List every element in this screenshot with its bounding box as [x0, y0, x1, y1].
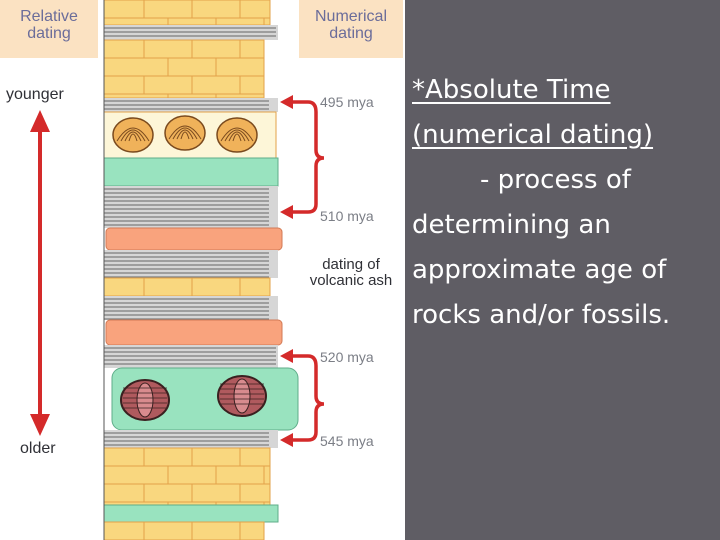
definition-line-3: approximate age of [412, 255, 667, 285]
date-label-545: 545 mya [320, 433, 374, 449]
numerical-dating-bracket [280, 95, 325, 447]
stratum-lime-15 [103, 447, 271, 506]
stratum-lime-9 [103, 277, 271, 297]
stratum-lime-17 [103, 521, 265, 540]
brachiopod-fossil-icon-2 [216, 117, 258, 153]
relative-dating-header: Relative dating [0, 0, 98, 58]
date-arrowhead-icon-0 [280, 95, 293, 109]
stratum-shale-3 [104, 98, 278, 112]
stratum-trilobitebed-13 [111, 367, 299, 431]
definition-line-4: rocks and/or fossils. [412, 300, 671, 330]
date-arrowhead-icon-2 [280, 349, 293, 363]
trilobite-fossil-icon-1 [217, 375, 267, 417]
stratum-orange-7 [105, 227, 283, 251]
relative-age-double-arrow-icon [30, 110, 50, 436]
title-absolute-time: *Absolute Time [412, 75, 611, 105]
definition-line-2: determining an [412, 210, 611, 240]
older-label: older [20, 440, 56, 457]
stratum-shale-12 [104, 345, 278, 368]
brachiopod-fossil-icon-0 [112, 117, 154, 153]
stratum-lime-2 [103, 39, 265, 99]
stratum-green-16 [103, 504, 279, 523]
date-label-520: 520 mya [320, 349, 374, 365]
volcanic-ash-label: dating of volcanic ash [309, 256, 393, 289]
stratum-lime-0 [103, 0, 271, 26]
stratum-shale-14 [104, 430, 278, 448]
brachiopod-fossil-icon-1 [164, 115, 206, 151]
date-arrowhead-icon-1 [280, 205, 293, 219]
younger-label: younger [6, 86, 64, 103]
stratum-shale-6 [104, 186, 278, 228]
rock-strata-diagram [30, 0, 325, 540]
definition-text: *Absolute Time (numerical dating) - proc… [412, 68, 716, 338]
trilobite-fossil-icon-0 [120, 379, 170, 421]
subtitle-numerical-dating: (numerical dating) [412, 120, 654, 150]
stratum-shale-8 [104, 250, 278, 278]
stratum-shale-1 [104, 25, 278, 40]
date-arrowhead-icon-3 [280, 433, 293, 447]
stratum-orange-11 [105, 319, 283, 346]
stratum-green-5 [103, 157, 279, 187]
stratum-shale-10 [104, 296, 278, 320]
date-label-495: 495 mya [320, 94, 374, 110]
numerical-dating-header: Numerical dating [299, 0, 403, 58]
stratum-fossilbed-4 [103, 111, 277, 159]
geologic-column-figure: Relative dating Numerical dating younger… [0, 0, 405, 540]
definition-line-1: - process of [480, 165, 631, 195]
date-label-510: 510 mya [320, 208, 374, 224]
